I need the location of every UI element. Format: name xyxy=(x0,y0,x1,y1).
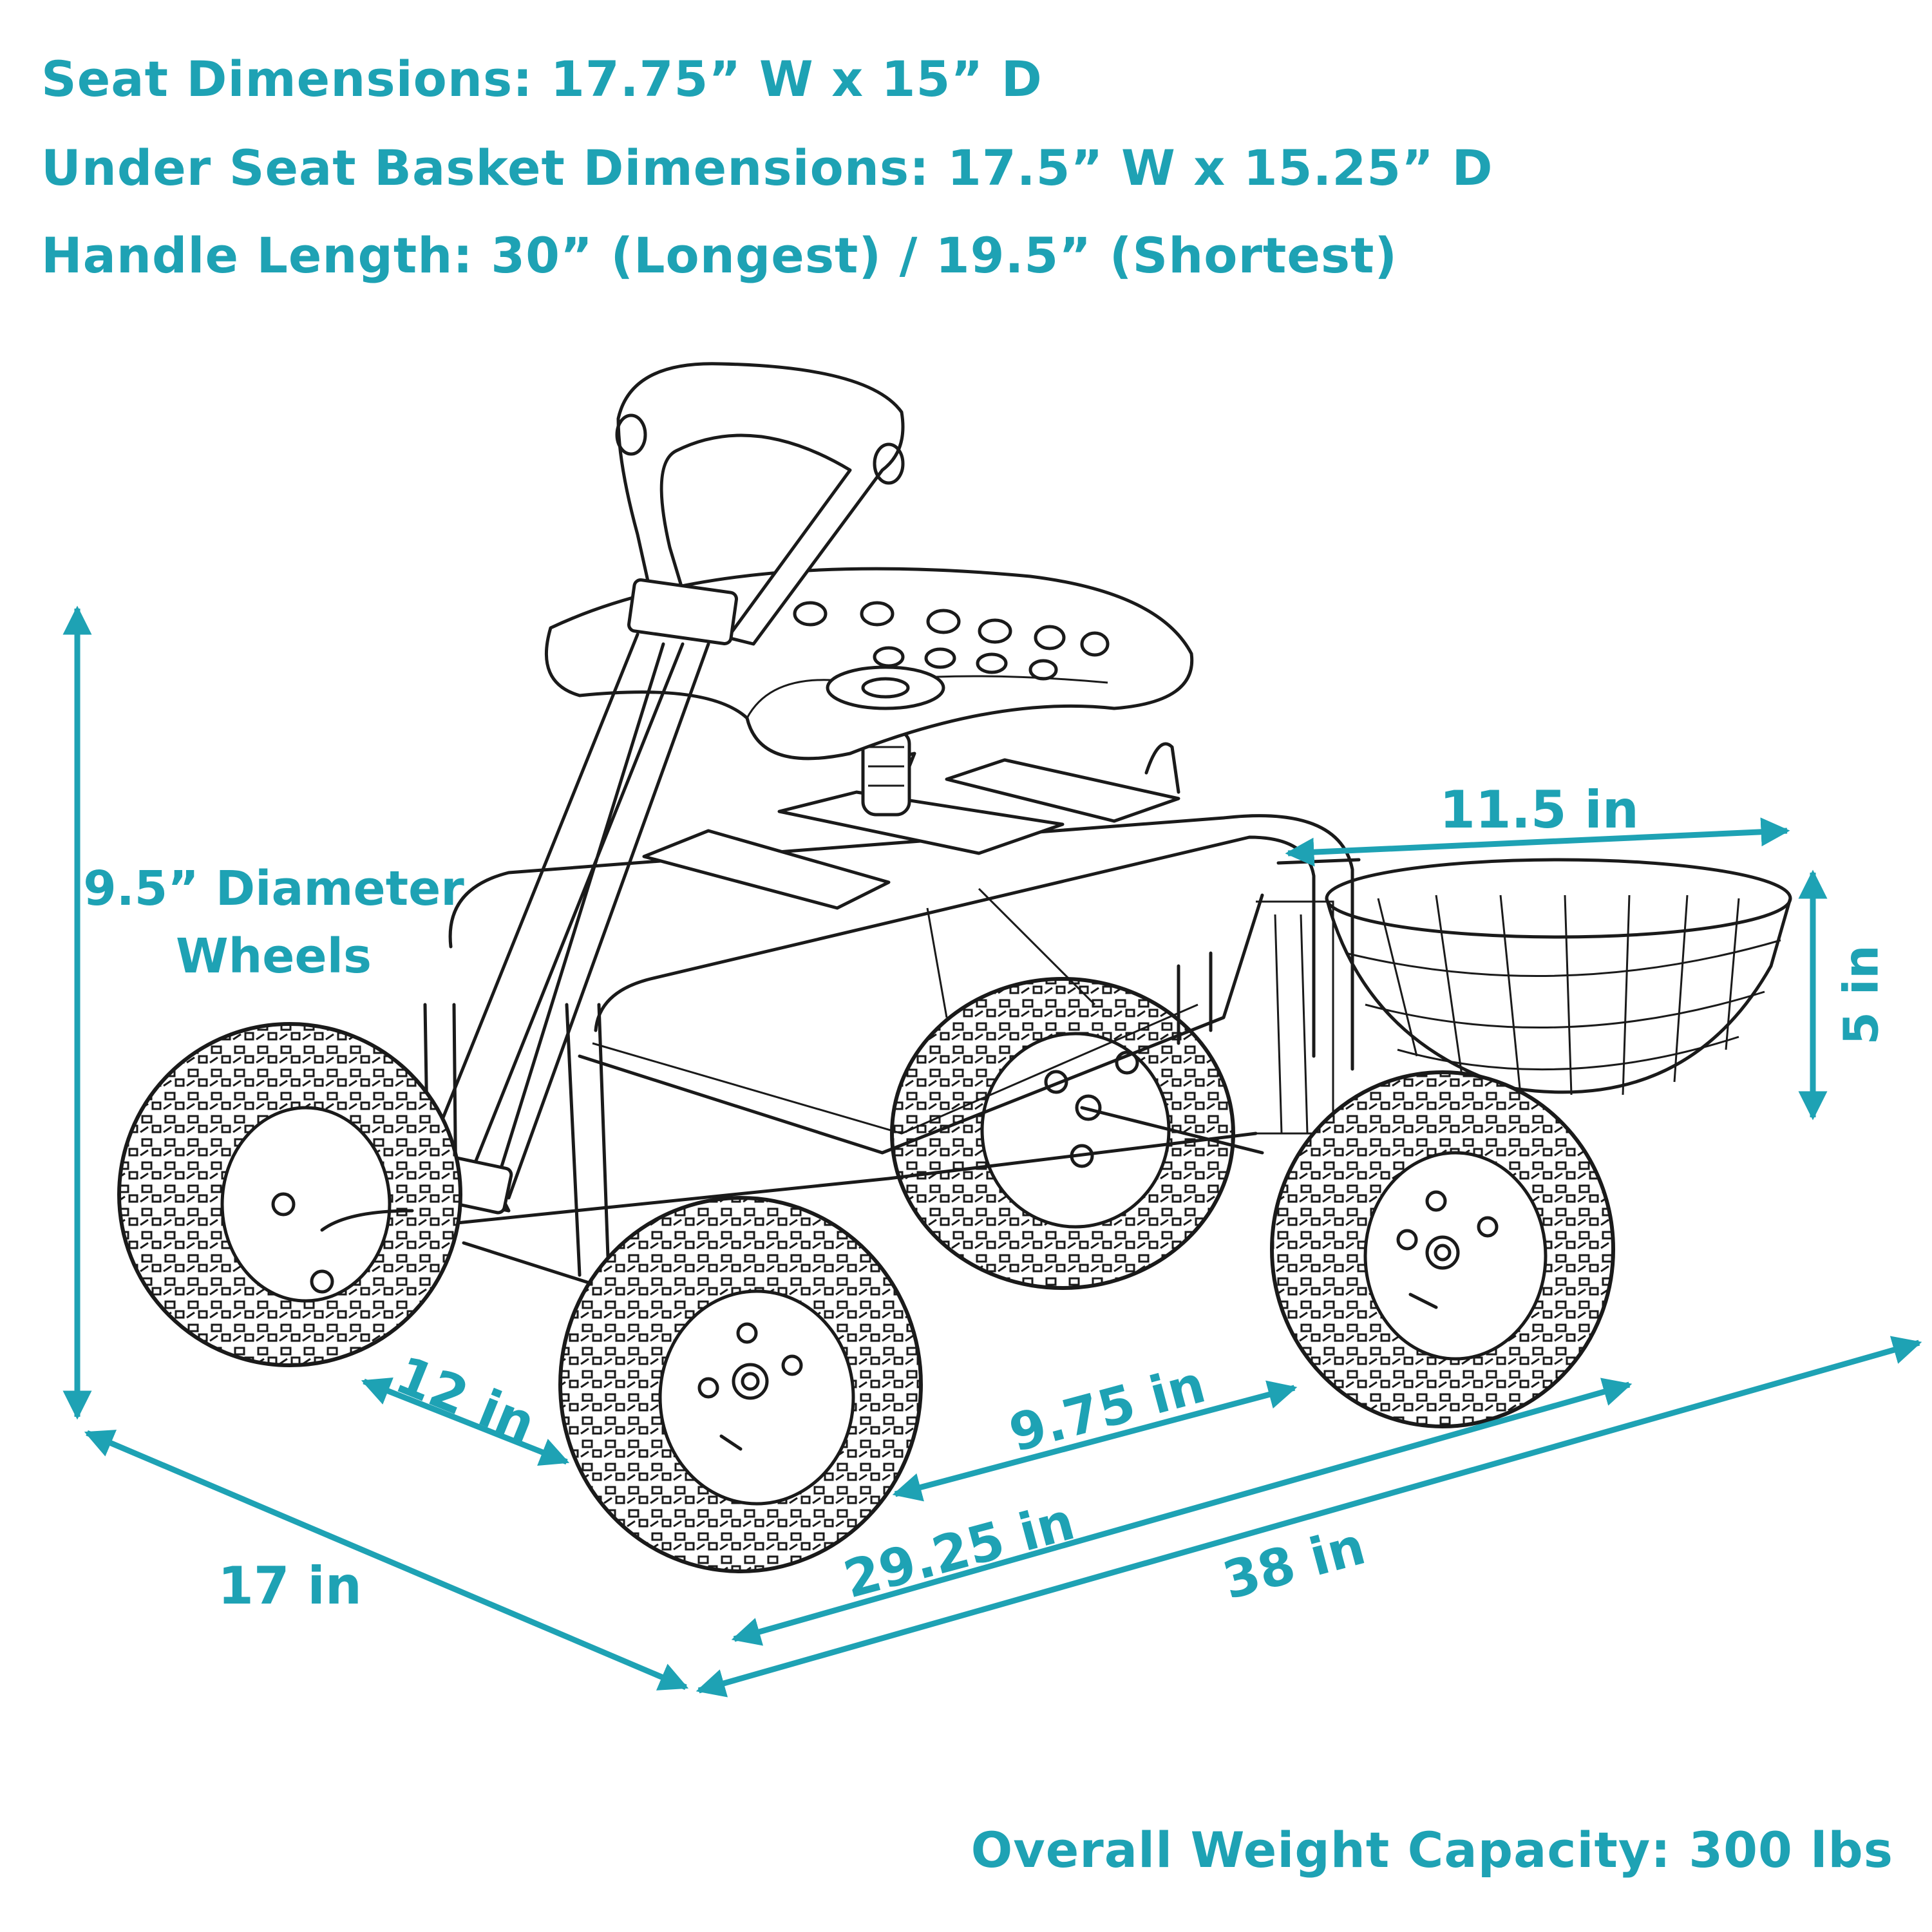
rear-right-wheel xyxy=(890,977,1235,1290)
overall-length-arrow xyxy=(696,1336,1922,1698)
cart-frame xyxy=(423,814,1354,1290)
tool-tray-deck xyxy=(642,742,1180,910)
dimension-lines xyxy=(62,605,1922,1698)
width-label: 17 in xyxy=(218,1556,362,1616)
height-label: 19.5 in xyxy=(0,857,9,1056)
width-arrow xyxy=(84,1430,689,1690)
overall-length-label: 38 in xyxy=(1217,1516,1371,1611)
wheel-spacing-arrow xyxy=(361,1378,570,1466)
front-left-wheel xyxy=(117,1022,462,1367)
basket-dimensions-text: Under Seat Basket Dimensions: 17.5” W x … xyxy=(41,139,1493,196)
wheel-note-line2: Wheels xyxy=(176,929,372,984)
basket-width-label: 11.5 in xyxy=(1439,780,1639,840)
seat-dimensions-text: Seat Dimensions: 17.75” W x 15” D xyxy=(41,50,1043,108)
rear-left-wheel xyxy=(1270,1070,1615,1428)
basket-height-label: 5 in xyxy=(1834,945,1889,1045)
wheelbase-label: 9.75 in xyxy=(1003,1354,1211,1464)
wheel-note-line1: 9.5” Diameter xyxy=(83,861,464,916)
weight-capacity-text: Overall Weight Capacity: 300 lbs xyxy=(971,1821,1893,1879)
basket-width-arrow xyxy=(1285,817,1790,867)
handle-length-text: Handle Length: 30” (Longest) / 19.5” (Sh… xyxy=(41,227,1398,284)
garden-cart-illustration xyxy=(117,362,1792,1573)
front-right-wheel xyxy=(558,1196,923,1573)
wheel-spacing-label: 12 in xyxy=(388,1345,544,1454)
steering-handle xyxy=(408,362,905,1215)
seat-holes xyxy=(793,601,1110,681)
